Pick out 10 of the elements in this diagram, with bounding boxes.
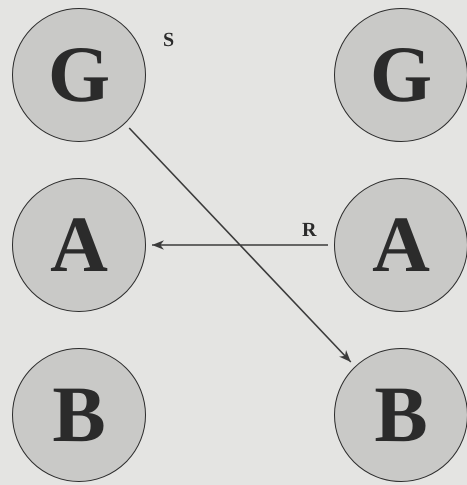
letter-circle: G: [334, 8, 467, 142]
letter-circle: A: [334, 178, 467, 312]
letter-circle: B: [334, 348, 467, 482]
letter-circle: A: [12, 178, 146, 312]
letter-circle: G: [12, 8, 146, 142]
arrow: [152, 240, 328, 250]
edge-label: S: [163, 30, 174, 50]
edge-label: R: [302, 220, 316, 240]
arrow: [128, 127, 352, 363]
letter-circle: B: [12, 348, 146, 482]
